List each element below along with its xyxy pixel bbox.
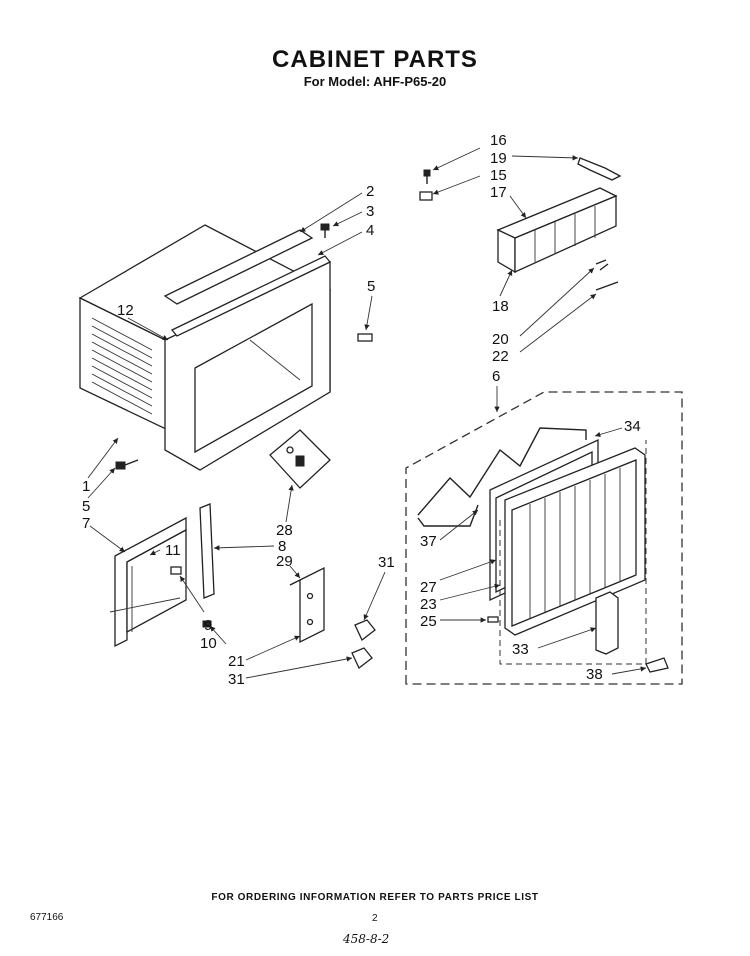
callout-3: 3 (366, 203, 374, 220)
callout-8: 8 (278, 538, 286, 555)
callout-6: 6 (492, 368, 500, 385)
screw-part (320, 223, 330, 238)
top-bracket-assembly (419, 157, 622, 291)
document-number: 677166 (30, 912, 64, 923)
callout-23: 23 (420, 596, 437, 613)
front-panel-assembly (417, 427, 669, 673)
callout-leaders (87, 147, 647, 679)
callout-20: 20 (492, 331, 509, 348)
base-screw-part (115, 459, 139, 470)
callout-1: 1 (82, 478, 90, 495)
control-plate (289, 566, 376, 670)
callout-15: 15 (490, 167, 507, 184)
model-subtitle: For Model: AHF-P65-20 (303, 74, 447, 89)
side-screw-part (357, 333, 373, 342)
callout-19: 19 (490, 150, 507, 167)
callout-34: 34 (624, 418, 641, 435)
callout-12: 12 (117, 302, 134, 319)
callout-29: 29 (276, 553, 293, 570)
callout-10: 10 (200, 635, 217, 652)
callout-37: 37 (420, 533, 437, 550)
callout-5-upper: 5 (367, 278, 375, 295)
callout-17: 17 (490, 184, 507, 201)
callout-31-lower: 31 (228, 671, 245, 688)
callout-16: 16 (490, 132, 507, 149)
callout-7: 7 (82, 515, 90, 532)
callout-11: 11 (165, 542, 181, 559)
callout-31-upper: 31 (378, 554, 395, 571)
page-number: 2 (372, 913, 378, 924)
front-rail-part (170, 255, 332, 337)
callout-labels: 16 19 15 17 2 3 4 5 12 18 20 22 6 34 1 5… (82, 132, 641, 688)
cabinet-shell (78, 224, 332, 471)
callout-25: 25 (420, 613, 437, 630)
page-title: CABINET PARTS (272, 46, 478, 73)
callout-9: 9 (204, 617, 212, 634)
handwritten-note: 458-8-2 (343, 932, 390, 946)
ordering-note: FOR ORDERING INFORMATION REFER TO PARTS … (211, 892, 539, 903)
top-strip-part (163, 229, 314, 305)
callout-21: 21 (228, 653, 245, 670)
dashed-boundary-box (405, 391, 683, 685)
callout-27: 27 (420, 579, 437, 596)
callout-28: 28 (276, 522, 293, 539)
callout-38: 38 (586, 666, 603, 683)
side-panel-assembly (109, 503, 215, 648)
callout-4: 4 (366, 222, 374, 239)
callout-18: 18 (492, 298, 509, 315)
callout-2: 2 (366, 183, 374, 200)
callout-33: 33 (512, 641, 529, 658)
callout-5-lower: 5 (82, 498, 90, 515)
mounting-bracket (269, 429, 331, 489)
callout-22: 22 (492, 348, 509, 365)
